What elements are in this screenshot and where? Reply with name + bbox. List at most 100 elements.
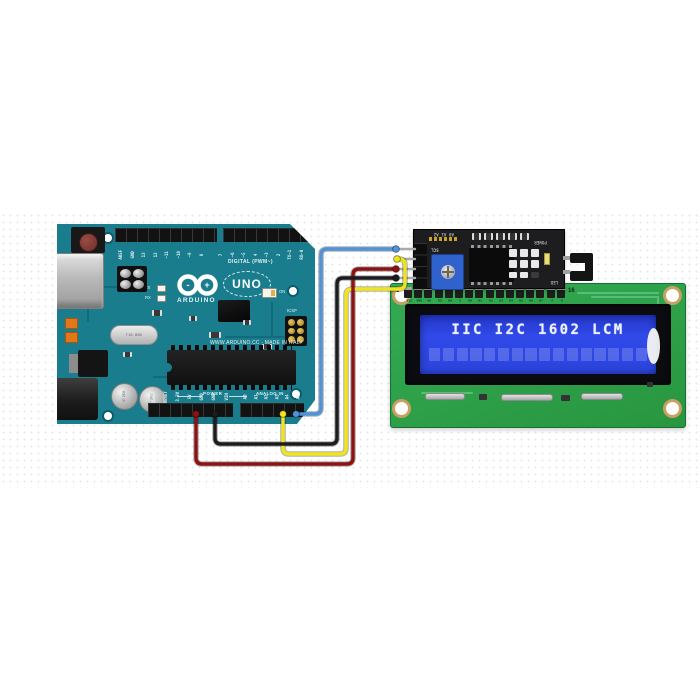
jumper-pin[interactable] [563,270,570,274]
contrast-potentiometer[interactable] [431,254,464,290]
lcd-pin-row[interactable] [404,287,565,298]
lcd-pin-pad[interactable] [454,287,463,298]
digital-header-right[interactable] [223,228,310,242]
digital-header-left[interactable] [115,228,217,242]
lcd-pin-pad[interactable] [516,287,525,298]
lcd-pin-label: D6 [529,298,534,303]
mounting-hole [287,285,299,297]
lcd-pin-pad[interactable] [444,287,453,298]
i2c-pin-header[interactable] [414,243,427,289]
lcd-pin-label: D2 [488,298,493,303]
pcb-trace [225,336,291,338]
lcd-pin-pad[interactable] [404,287,412,298]
lcd-screen: IIC I2C 1602 LCM [420,315,656,374]
lcd-character-cell [580,348,592,361]
backlight-jumper-cap[interactable] [570,253,590,263]
lcd-pin-pad[interactable] [546,287,555,298]
lcd-pin-label: D0 [468,298,473,303]
lcd-pin-pad[interactable] [536,287,545,298]
lcd-pin-pad[interactable] [556,287,565,298]
digital-pin-label: 12 [152,252,158,258]
polyfuse-component [65,318,78,329]
lcd-pin-label: K [561,298,563,303]
digital-pin-label: 13 [141,252,147,258]
lcd-pin-pad[interactable] [526,287,535,298]
digital-pin-label: GND [129,251,135,259]
silk-line [177,396,201,397]
lcd-character-cell [608,348,620,361]
solder-pad [581,393,623,400]
usb-connector [57,253,104,309]
solder-pad [425,393,465,400]
smd-component [189,316,197,321]
lcd-character-cell [484,348,496,361]
reset-button-knob[interactable] [79,233,98,252]
pcb-trace [591,296,659,298]
lcd-pin-number-first: 1 [396,288,400,294]
lcd-character-cell [429,348,441,361]
digital-pin-label: ~11 [164,251,170,259]
mounting-hole [102,410,114,422]
tx-caption: TX [145,286,151,291]
lcd-pin-pad[interactable] [424,287,433,298]
lcd-pin-pad[interactable] [505,287,514,298]
lcd-pin-label: VDD [416,298,423,303]
analog-header[interactable] [240,403,304,417]
tx-led [157,285,166,292]
lcd-pin-pad[interactable] [434,287,443,298]
lcd-text-line2-cells [429,348,647,361]
pcb-trace [577,292,659,294]
potentiometer-screw[interactable] [441,265,455,279]
polyfuse-component [65,332,78,343]
digital-caption: DIGITAL (PWM~) [228,259,273,265]
atmega328-chip [163,345,296,390]
address-jumper-caption: A0 A1 A2 [433,231,454,237]
power-header[interactable] [148,403,233,417]
voltage-regulator [78,350,108,377]
uno-model-text: UNO [232,277,262,291]
smd-component [123,352,132,357]
backlight-jumper-cap[interactable] [585,253,593,281]
lcd-character-cell [511,348,523,361]
digital-pin-label: TX→1 [287,250,293,260]
smd-component [647,382,653,387]
lcd-pin-pad[interactable] [485,287,494,298]
backlight-glow [647,328,660,364]
lcd-pin-label: VSS [406,298,412,303]
regulator-tab [69,354,78,373]
lcd-pin-label: E [459,298,461,303]
lcd-pin-label: D7 [539,298,544,303]
solder-pad-grid [509,249,539,268]
smd-component [152,310,162,316]
crystal-oscillator: T16.000 [110,325,158,345]
lcd-pin-pad[interactable] [475,287,484,298]
lcd-character-cell [594,348,606,361]
lcd-pin-pad[interactable] [414,287,423,298]
lcd-pin-pad[interactable] [495,287,504,298]
solder-pad-row [509,272,539,278]
backlight-jumper-cap[interactable] [570,271,590,281]
usb-interface-chip [218,300,250,322]
lcd-mounting-hole [663,399,682,418]
reset-button[interactable] [71,227,105,253]
pcb-trace [271,302,273,336]
address-jumper-pads[interactable] [429,237,457,241]
lcd-pin-label: D3 [498,298,503,303]
smd-component [479,394,487,400]
usb-icsp-header[interactable] [117,266,147,292]
lcd-pin-label: A [550,298,553,303]
lcd-character-cell [470,348,482,361]
lcd-bezel: IIC I2C 1602 LCM [405,304,671,385]
lcd-pin-label: D5 [519,298,523,303]
digital-pin-label: 7 [218,253,224,257]
digital-pin-label: 8 [198,253,204,257]
lcd-pin-pad[interactable] [465,287,474,298]
jumper-pin[interactable] [563,256,570,260]
lcd-pin-label: D4 [509,298,513,303]
solder-pad [501,394,553,401]
